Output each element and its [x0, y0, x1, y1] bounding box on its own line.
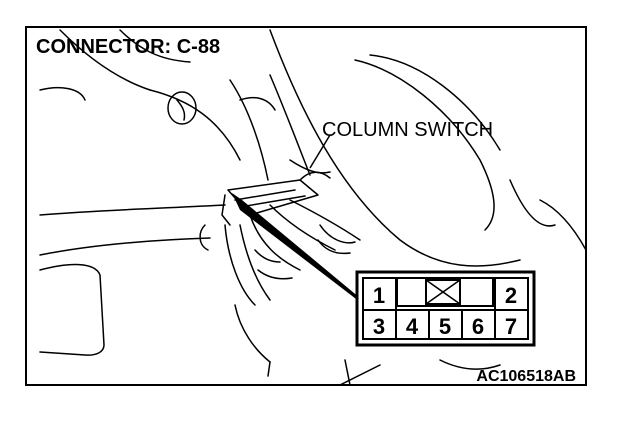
column-switch-label: COLUMN SWITCH	[322, 119, 493, 141]
pin-4-label: 4	[406, 314, 419, 339]
pin-1-label: 1	[373, 283, 385, 308]
pin-2-label: 2	[505, 283, 517, 308]
pin-5-label: 5	[439, 314, 451, 339]
callout-wedge	[232, 193, 360, 302]
column-switch-leader-line	[309, 134, 331, 169]
connector-face: 1 2 3 4 5 6 7	[355, 270, 536, 347]
connector-inner-outline	[362, 277, 529, 340]
figure-code: AC106518AB	[476, 368, 576, 385]
connector-title: CONNECTOR: C-88	[36, 36, 220, 58]
pin-3-label: 3	[373, 314, 385, 339]
pin-7-label: 7	[505, 314, 517, 339]
pin-6-label: 6	[472, 314, 484, 339]
